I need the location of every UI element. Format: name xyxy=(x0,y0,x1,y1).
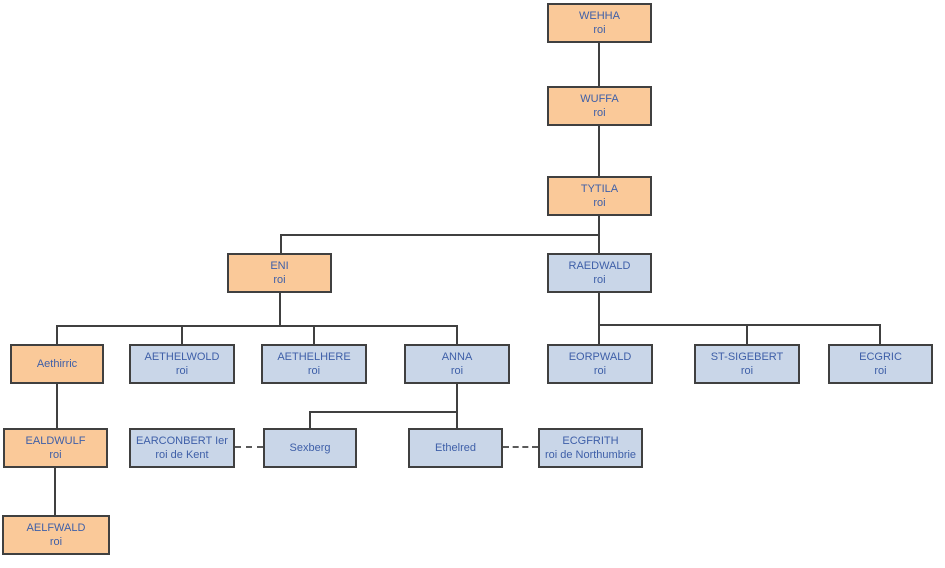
connector-line xyxy=(456,411,458,428)
connector-line xyxy=(279,293,281,325)
node-title: Aethirric xyxy=(36,358,78,370)
node-title: EALDWULF xyxy=(25,435,86,447)
family-node-ecgfrith[interactable]: ECGFRITH roi de Northumbrie xyxy=(538,428,653,477)
node-subtitle: roi xyxy=(593,365,607,377)
connector-line xyxy=(309,411,458,413)
connector-line xyxy=(879,324,881,344)
family-node-st-sigebert[interactable]: ST-SIGEBERT roi xyxy=(694,344,810,393)
family-node-eorpwald[interactable]: EORPWALD roi xyxy=(547,344,663,393)
node-title: WEHHA xyxy=(579,10,620,22)
family-node-aethelhere[interactable]: AETHELHERE roi xyxy=(261,344,377,393)
family-node-earconbert[interactable]: EARCONBERT Ier roi de Kent xyxy=(129,428,245,477)
family-node-wuffa[interactable]: WUFFA roi xyxy=(547,86,662,135)
node-title: AELFWALD xyxy=(26,522,86,534)
family-node-aelfwald[interactable]: AELFWALD roi xyxy=(2,515,120,564)
node-title: AETHELWOLD xyxy=(144,351,220,363)
node-title: ANNA xyxy=(441,351,473,363)
node-title: ENI xyxy=(270,260,289,272)
node-subtitle: roi xyxy=(450,365,464,377)
node-subtitle: roi de Kent xyxy=(155,449,209,461)
connector-line xyxy=(598,43,600,86)
family-node-aethelwold[interactable]: AETHELWOLD roi xyxy=(129,344,245,393)
node-subtitle: roi xyxy=(49,536,63,548)
connector-line xyxy=(309,411,311,428)
node-subtitle: roi xyxy=(874,365,887,377)
node-title: ST-SIGEBERT xyxy=(710,351,784,363)
family-node-eni[interactable]: ENI roi xyxy=(227,253,342,302)
node-subtitle: roi xyxy=(593,24,606,36)
node-title: EARCONBERT Ier xyxy=(136,435,228,447)
node-title: RAEDWALD xyxy=(568,260,631,272)
node-subtitle: roi xyxy=(49,449,62,461)
node-title: Ethelred xyxy=(435,442,476,454)
node-subtitle: roi xyxy=(593,107,606,119)
family-node-sexberg[interactable]: Sexberg xyxy=(263,428,357,468)
node-title: WUFFA xyxy=(580,93,619,105)
connector-line xyxy=(56,325,58,344)
family-node-ecgric[interactable]: ECGRIC roi xyxy=(828,344,943,393)
marriage-dashed-line xyxy=(503,446,538,448)
connector-line xyxy=(181,325,183,344)
node-title: ECGFRITH xyxy=(562,435,619,447)
family-node-raedwald[interactable]: RAEDWALD roi xyxy=(547,253,662,302)
connector-line xyxy=(598,324,880,326)
connector-line xyxy=(54,468,56,515)
node-title: ECGRIC xyxy=(859,351,902,363)
family-node-wehha[interactable]: WEHHA roi xyxy=(547,3,662,52)
node-title: TYTILA xyxy=(580,183,619,195)
node-subtitle: roi xyxy=(593,274,606,286)
node-title: EORPWALD xyxy=(568,351,632,363)
connector-line xyxy=(746,324,748,344)
connector-line xyxy=(598,324,600,344)
connector-line xyxy=(280,234,282,253)
family-node-ealdwulf[interactable]: EALDWULF roi xyxy=(3,428,118,477)
connector-line xyxy=(456,325,458,344)
connector-line xyxy=(56,325,457,327)
connector-line xyxy=(456,384,458,411)
family-node-tytila[interactable]: TYTILA roi xyxy=(547,176,662,225)
node-subtitle: roi xyxy=(273,274,286,286)
node-subtitle: roi de Northumbrie xyxy=(544,449,637,461)
node-title: AETHELHERE xyxy=(277,351,351,363)
connector-line xyxy=(56,384,58,428)
family-node-aethirric[interactable]: Aethirric xyxy=(10,344,104,384)
node-title: Sexberg xyxy=(289,442,331,454)
node-subtitle: roi xyxy=(740,365,754,377)
connector-line xyxy=(598,293,600,324)
family-node-anna[interactable]: ANNA roi xyxy=(404,344,520,393)
connector-line xyxy=(313,325,315,344)
node-subtitle: roi xyxy=(175,365,189,377)
marriage-dashed-line xyxy=(235,446,263,448)
connector-line xyxy=(598,126,600,176)
family-node-ethelred[interactable]: Ethelred xyxy=(408,428,503,468)
node-subtitle: roi xyxy=(593,197,606,209)
connector-line xyxy=(280,234,600,236)
node-subtitle: roi xyxy=(307,365,321,377)
